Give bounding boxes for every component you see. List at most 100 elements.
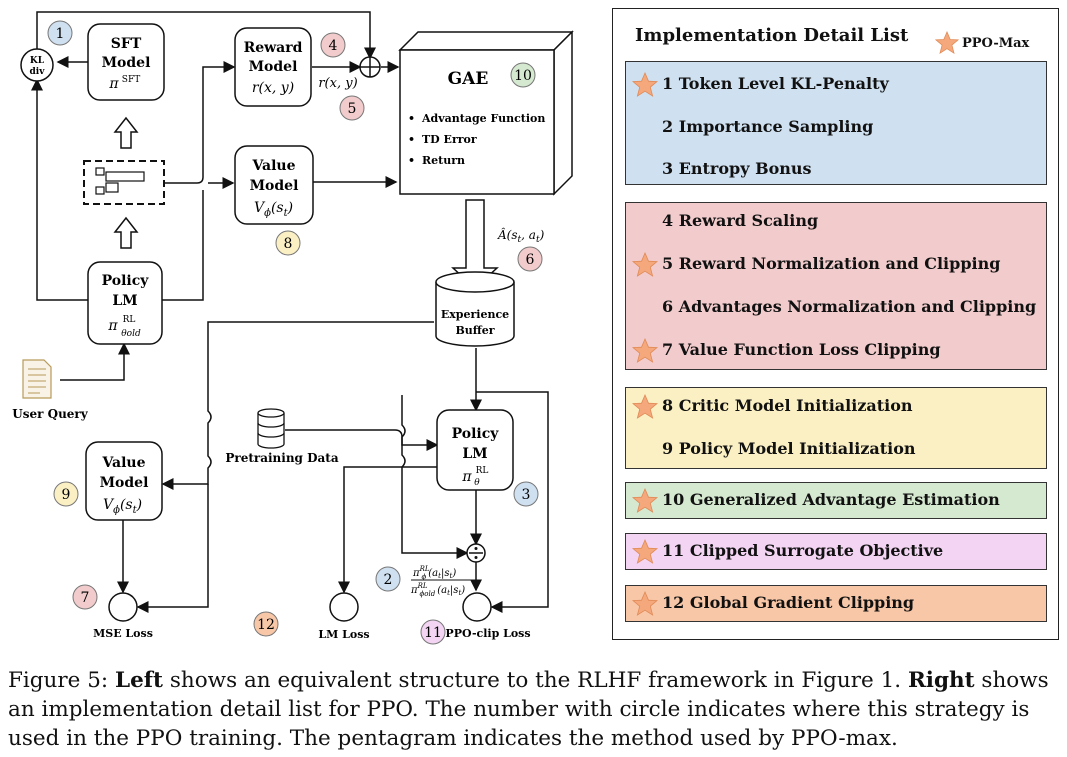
- svg-text:12: 12: [257, 617, 275, 633]
- mse-loss-node: MSE Loss: [93, 592, 153, 640]
- value-model-top-box: Value Model Vϕ(st): [234, 145, 314, 225]
- detail-group-5: 11 Clipped Surrogate Objective: [625, 533, 1047, 570]
- panel-title: Implementation Detail List: [635, 25, 909, 46]
- kl-div-node: KL div: [20, 48, 54, 82]
- reward-model-formula: r(x, y): [252, 80, 294, 96]
- detail-group-3: 8 Critic Model Initialization 9 Policy Mo…: [625, 387, 1047, 469]
- marker-1: 1: [47, 20, 73, 46]
- pretraining-data-label: Pretraining Data: [225, 451, 338, 465]
- sft-model-line1: SFT: [111, 36, 142, 52]
- detail-item: 1 Token Level KL-Penalty: [662, 74, 889, 93]
- gae-bullet-1: •: [408, 112, 415, 125]
- experience-buffer-line2: Buffer: [455, 324, 494, 337]
- policy-lm-old-box: Policy LM π RL θold: [87, 261, 163, 345]
- gae-title: GAE: [448, 69, 489, 89]
- value-top-formula: Vϕ(st): [254, 200, 293, 219]
- caption-label: Figure 5:: [8, 668, 109, 693]
- experience-buffer-line1: Experience: [441, 308, 509, 321]
- detail-item: 3 Entropy Bonus: [662, 159, 812, 178]
- policy-old-sub: θold: [121, 329, 141, 339]
- document-icon: [22, 359, 52, 399]
- kl-div-line2: div: [30, 67, 46, 77]
- reward-label: r(x, y): [318, 76, 357, 91]
- value-top-line1: Value: [251, 158, 295, 174]
- mse-loss-label: MSE Loss: [93, 627, 153, 640]
- rlhf-diagram: KL div SFT Model π SFT Policy LM π RL θo…: [12, 11, 574, 645]
- divide-node: [466, 543, 486, 563]
- policy-old-line2: LM: [112, 293, 137, 309]
- detail-item: 5 Reward Normalization and Clipping: [662, 254, 1001, 273]
- reward-model-line1: Reward: [244, 40, 303, 56]
- marker-11: 11: [420, 619, 446, 645]
- star-icon: [631, 71, 659, 98]
- value-bottom-line2: Model: [100, 475, 149, 491]
- detail-group-1: 1 Token Level KL-Penalty 2 Importance Sam…: [625, 61, 1047, 185]
- marker-10: 10: [510, 62, 536, 88]
- svg-text:10: 10: [514, 68, 532, 84]
- star-icon: [935, 31, 959, 54]
- marker-2: 2: [375, 566, 401, 592]
- gae-bullet-3-text: Return: [422, 154, 465, 167]
- kl-div-line1: KL: [30, 56, 45, 66]
- marker-12: 12: [253, 611, 279, 637]
- policy-old-sup: RL: [123, 315, 136, 325]
- advantage-label: Â(st, at): [497, 227, 545, 245]
- policy-lm-new-box: Policy LM π RL θ: [436, 409, 514, 491]
- value-top-line2: Model: [250, 178, 299, 194]
- marker-9: 9: [53, 481, 79, 507]
- detail-item: 10 Generalized Advantage Estimation: [662, 490, 1000, 509]
- svg-text:6: 6: [526, 252, 535, 268]
- lm-loss-label: LM Loss: [318, 628, 369, 641]
- star-icon: [631, 337, 659, 364]
- svg-text:11: 11: [424, 625, 442, 641]
- sum-node: [359, 56, 381, 78]
- figure-caption: Figure 5: Left shows an equivalent struc…: [8, 666, 1063, 753]
- detail-item: 8 Critic Model Initialization: [662, 396, 913, 415]
- star-icon: [631, 538, 659, 565]
- implementation-detail-panel: Implementation Detail List PPO-Max 1 Tok…: [612, 8, 1059, 640]
- policy-new-sub: θ: [474, 478, 480, 488]
- connectors: [31, 11, 549, 613]
- policy-old-line1: Policy: [102, 273, 150, 289]
- svg-text:8: 8: [284, 236, 293, 252]
- detail-group-4: 10 Generalized Advantage Estimation: [625, 482, 1047, 519]
- detail-item: 9 Policy Model Initialization: [662, 439, 916, 458]
- star-icon: [631, 393, 659, 420]
- svg-text:3: 3: [522, 487, 531, 503]
- policy-new-line1: Policy: [452, 426, 500, 442]
- star-icon: [631, 487, 659, 514]
- sequence-input-box: [83, 160, 165, 205]
- sft-model-line2: Model: [102, 55, 151, 71]
- database-icon: [257, 408, 285, 449]
- marker-5: 5: [339, 95, 365, 121]
- ppo-clip-loss-node: PPO-clip Loss: [445, 592, 531, 640]
- policy-new-sup: RL: [476, 466, 489, 476]
- sft-model-box: SFT Model π SFT: [87, 23, 165, 101]
- svg-text:4: 4: [329, 38, 338, 54]
- user-query-label: User Query: [12, 407, 88, 421]
- svg-text:2: 2: [384, 572, 393, 588]
- policy-new-line2: LM: [462, 446, 487, 462]
- sft-model-formula: π: [108, 76, 119, 92]
- detail-item: 2 Importance Sampling: [662, 117, 874, 136]
- hollow-up-arrow-bottom: [113, 216, 139, 249]
- detail-item: 12 Global Gradient Clipping: [662, 593, 915, 612]
- reward-model-box: Reward Model r(x, y): [234, 27, 312, 107]
- star-icon: [631, 590, 659, 617]
- panel-legend: PPO-Max: [935, 31, 1029, 55]
- gae-bullet-3: •: [408, 154, 415, 167]
- gae-bullet-2: •: [408, 133, 415, 146]
- value-bottom-formula: Vϕ(st): [103, 497, 142, 516]
- value-model-bottom-box: Value Model Vϕ(st): [85, 441, 163, 521]
- lm-loss-node: LM Loss: [318, 592, 370, 641]
- policy-old-formula: π: [107, 318, 118, 334]
- svg-text:9: 9: [62, 487, 71, 503]
- marker-8: 8: [275, 230, 301, 256]
- star-icon: [631, 251, 659, 278]
- hollow-up-arrow-top: [113, 116, 139, 149]
- marker-4: 4: [320, 32, 346, 58]
- detail-item: 7 Value Function Loss Clipping: [662, 340, 941, 359]
